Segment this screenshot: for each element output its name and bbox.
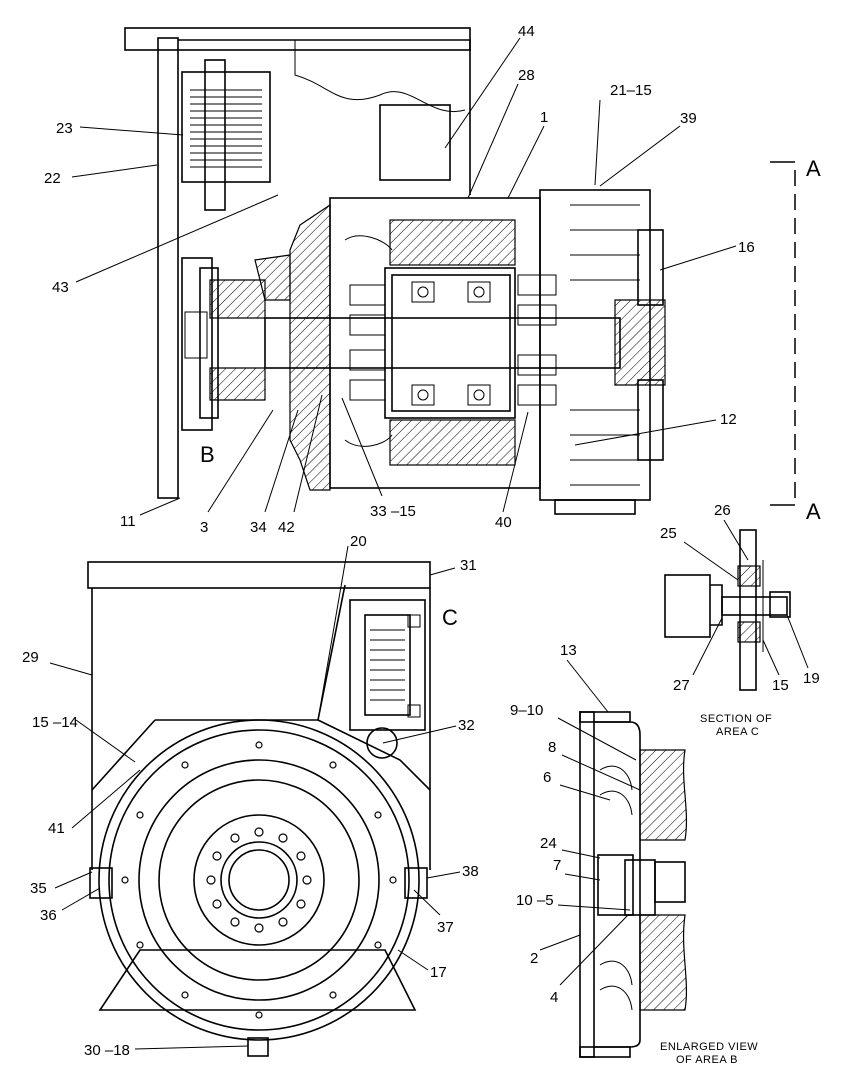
callout-2: 2 bbox=[530, 950, 538, 967]
callout-11: 11 bbox=[120, 513, 136, 530]
callout-43: 43 bbox=[52, 279, 69, 296]
caption-section-c-line1: SECTION OF bbox=[700, 713, 772, 725]
callout-30-18: 30 –18 bbox=[84, 1042, 130, 1059]
callout-34: 34 bbox=[250, 519, 267, 536]
callout-31: 31 bbox=[460, 557, 477, 574]
callout-1: 1 bbox=[540, 109, 548, 126]
terminal-regulator-c bbox=[364, 614, 421, 718]
callout-36: 36 bbox=[40, 907, 57, 924]
callout-17: 17 bbox=[430, 964, 447, 981]
callout-42: 42 bbox=[278, 519, 295, 536]
callout-39: 39 bbox=[680, 110, 697, 127]
section-area-c: 26 25 27 15 19 SECTION OF AREA C bbox=[660, 502, 820, 738]
callout-32: 32 bbox=[458, 717, 475, 734]
callout-33-15: 33 –15 bbox=[370, 503, 416, 520]
callout-20: 20 bbox=[350, 533, 367, 550]
callout-15: 15 bbox=[772, 677, 789, 694]
callout-3: 3 bbox=[200, 519, 208, 536]
callout-41: 41 bbox=[48, 820, 65, 837]
callout-13: 13 bbox=[560, 642, 577, 659]
callout-4: 4 bbox=[550, 989, 558, 1006]
caption-section-c-line2: AREA C bbox=[716, 726, 759, 738]
caption-enlarged-b-line1: ENLARGED VIEW bbox=[660, 1041, 758, 1053]
callout-44: 44 bbox=[518, 23, 535, 40]
callout-28: 28 bbox=[518, 67, 535, 84]
section-mark-bottom: A bbox=[806, 499, 821, 524]
callout-35: 35 bbox=[30, 880, 47, 897]
front-end-view: C bbox=[87, 561, 458, 1057]
callout-40: 40 bbox=[495, 514, 512, 531]
callout-6: 6 bbox=[543, 769, 551, 786]
caption-enlarged-b-line2: OF AREA B bbox=[676, 1054, 738, 1066]
callout-19: 19 bbox=[803, 670, 820, 687]
section-mark-top: A bbox=[806, 156, 821, 181]
callout-7: 7 bbox=[553, 857, 561, 874]
callout-12: 12 bbox=[720, 411, 737, 428]
section-line-a: A A bbox=[770, 156, 821, 524]
callout-9-10: 9–10 bbox=[510, 702, 543, 719]
callout-15-14: 15 –14 bbox=[32, 714, 78, 731]
callout-37: 37 bbox=[437, 919, 454, 936]
front-callouts: 20 31 29 15 –14 32 41 35 36 38 37 17 30 … bbox=[22, 533, 479, 1059]
callout-23: 23 bbox=[56, 120, 73, 137]
enlarged-area-b: 13 9–10 8 6 24 7 10 –5 2 4 ENLARGED VIEW… bbox=[510, 642, 758, 1066]
callout-21-15: 21–15 bbox=[610, 82, 652, 99]
callout-16: 16 bbox=[738, 239, 755, 256]
callout-24: 24 bbox=[540, 835, 557, 852]
callout-26: 26 bbox=[714, 502, 731, 519]
callout-8: 8 bbox=[548, 739, 556, 756]
side-section-view bbox=[124, 27, 666, 515]
top-callouts: 23 22 43 44 28 1 21–15 39 16 12 11 3 34 … bbox=[44, 23, 755, 536]
voltage-regulator bbox=[181, 71, 271, 183]
callout-25: 25 bbox=[660, 525, 677, 542]
callout-27: 27 bbox=[673, 677, 690, 694]
callout-38: 38 bbox=[462, 863, 479, 880]
callout-10-5: 10 –5 bbox=[516, 892, 554, 909]
area-letter-b: B bbox=[200, 442, 215, 467]
area-letter-c: C bbox=[442, 605, 458, 630]
callout-22: 22 bbox=[44, 170, 61, 187]
callout-29: 29 bbox=[22, 649, 39, 666]
